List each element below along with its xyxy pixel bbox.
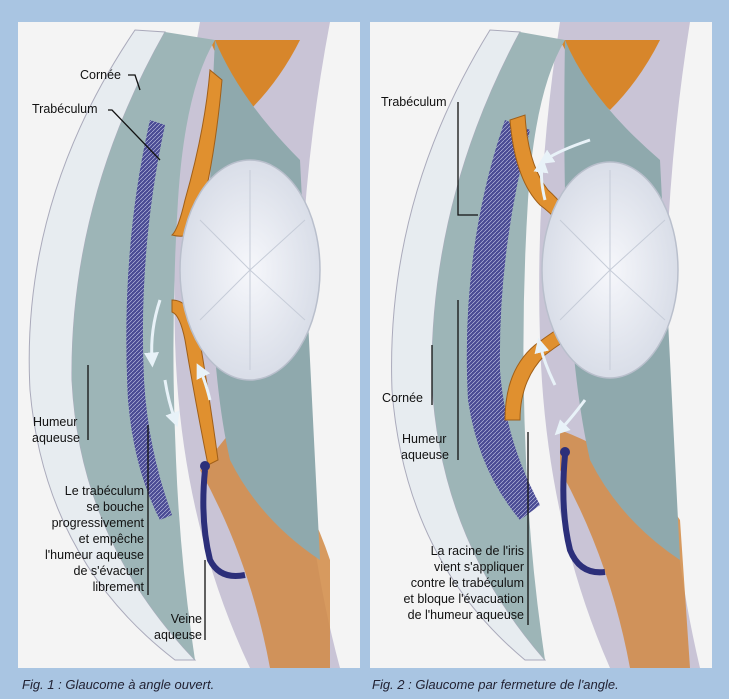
label-racine: La racine de l'iris vient s'appliquer co… (403, 544, 524, 622)
label-bouche: Le trabéculum se bouche progressivement … (45, 484, 145, 594)
aqueous-vein (200, 469, 246, 579)
label-bouche-line-3: progressivement (52, 516, 145, 530)
schlemm-canal (200, 461, 210, 471)
ciliary-body-2 (560, 430, 690, 668)
label-racine-line-5: de l'humeur aqueuse (408, 608, 524, 622)
leader-cornee-1 (128, 74, 141, 91)
figure-1-panel: Cornée Trabéculum Humeur aqueuse Le trab… (18, 22, 360, 692)
label-bouche-line-6: de s'évacuer (74, 564, 144, 578)
label-racine-line-3: contre le trabéculum (411, 576, 524, 590)
label-cornee-2: Cornée (382, 391, 423, 405)
label-bouche-line-1: Le trabéculum (65, 484, 144, 498)
label-humeur-2a: Humeur (402, 432, 446, 446)
flow-arrows-2 (533, 138, 591, 436)
lens-fibers (199, 170, 306, 370)
label-humeur-2b: aqueuse (401, 448, 449, 462)
label-humeur-1a: Humeur (33, 415, 77, 429)
ciliary-body (200, 420, 330, 668)
flow-arrows (144, 299, 212, 428)
label-humeur-1b: aqueuse (32, 431, 80, 445)
label-racine-line-4: et bloque l'évacuation (403, 592, 524, 606)
upper-ciliary (210, 40, 300, 110)
caption-figure-1: Fig. 1 : Glaucome à angle ouvert. (22, 677, 214, 692)
caption-figure-2: Fig. 2 : Glaucome par fermeture de l'ang… (372, 677, 619, 692)
leader-trabeculum-1 (108, 109, 161, 161)
leader-trabeculum-2 (457, 102, 478, 216)
label-veine-a: Veine (171, 612, 202, 626)
label-bouche-line-7: librement (93, 580, 145, 594)
trabeculum-mesh (126, 120, 172, 520)
label-bouche-line-4: et empêche (79, 532, 144, 546)
figure-2-panel: Trabéculum Cornée Humeur aqueuse La raci… (370, 22, 712, 692)
label-racine-line-1: La racine de l'iris (431, 544, 524, 558)
iris-upper (170, 69, 223, 237)
anterior-chamber (71, 32, 215, 660)
label-bouche-line-5: l'humeur aqueuse (45, 548, 144, 562)
trabeculum-mesh-2 (466, 120, 540, 520)
label-veine-b: aqueuse (154, 628, 202, 642)
schlemm-canal-2 (560, 447, 570, 457)
label-trabeculum-2: Trabéculum (381, 95, 447, 109)
label-bouche-line-2: se bouche (86, 500, 144, 514)
label-racine-line-2: vient s'appliquer (434, 560, 524, 574)
upper-ciliary-2 (560, 40, 660, 110)
label-cornee-1: Cornée (80, 68, 121, 82)
aqueous-vein-2 (560, 454, 606, 576)
label-trabeculum-1: Trabéculum (32, 102, 98, 116)
lens-fibers-2 (559, 170, 666, 370)
